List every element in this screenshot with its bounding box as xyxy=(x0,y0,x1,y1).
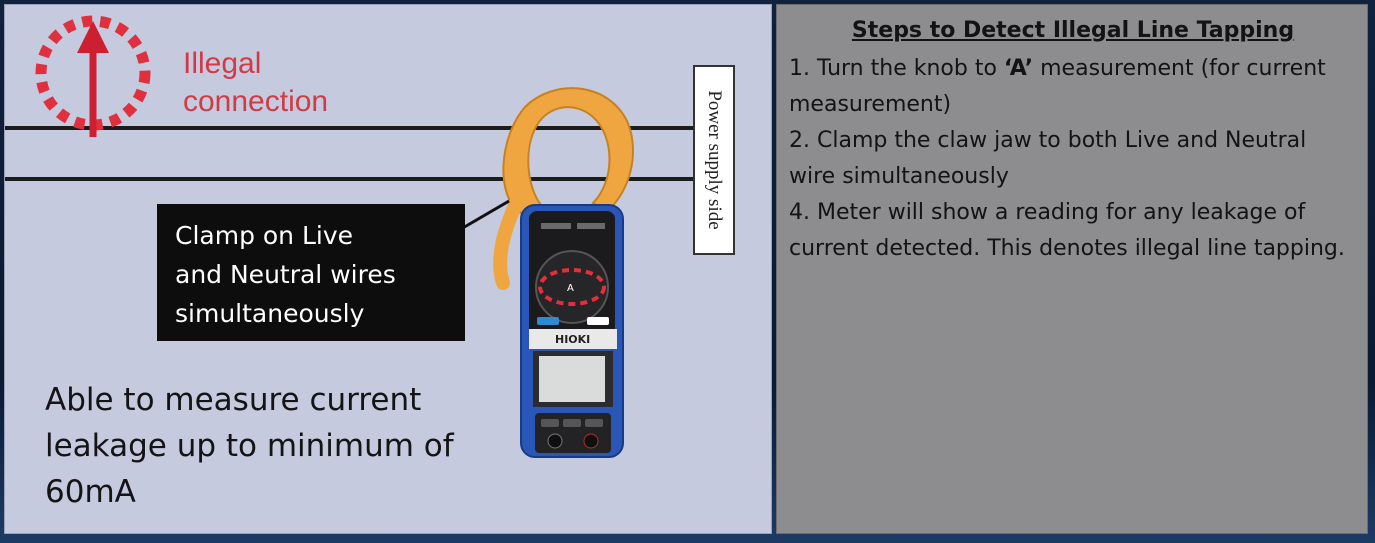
callout-pointer xyxy=(460,199,510,231)
step-1-bold: A xyxy=(1009,56,1025,81)
dial-marking: A xyxy=(567,283,574,294)
illegal-connection-line1: Illegal xyxy=(183,47,262,80)
step-2: 2. Clamp the claw jaw to both Live and N… xyxy=(789,128,1307,189)
diagram-panel: Illegal connection A HIOKI xyxy=(4,4,772,534)
measure-line2: leakage up to minimum of xyxy=(45,428,454,464)
step-1-prefix: 1. Turn the knob to xyxy=(789,56,1004,81)
clamp-instruction-callout: Clamp on Live and Neutral wires simultan… xyxy=(157,204,465,341)
meter-display xyxy=(539,356,605,402)
measure-line3: 60mA xyxy=(45,474,136,510)
callout-line2: and Neutral wires xyxy=(175,260,396,289)
live-wire xyxy=(5,126,695,130)
step-1-quote-close: ’ xyxy=(1024,56,1034,81)
power-supply-box: Power supply side xyxy=(693,65,735,255)
power-supply-label: Power supply side xyxy=(704,90,725,230)
step-1: 1. Turn the knob to ‘A’ measurement (for… xyxy=(789,51,1357,123)
dial-highlight-ring xyxy=(538,268,606,306)
illegal-connection-label: Illegal connection xyxy=(183,45,328,121)
step-4: 4. Meter will show a reading for any lea… xyxy=(789,200,1345,261)
callout-line1: Clamp on Live xyxy=(175,221,354,250)
meter-dial xyxy=(535,250,609,324)
brand-strip xyxy=(529,329,617,349)
steps-title: Steps to Detect Illegal Line Tapping xyxy=(851,18,1295,43)
illegal-connection-icon xyxy=(35,15,151,137)
step-1-suffix: measurement (for current measurement) xyxy=(789,56,1326,117)
callout-line3: simultaneously xyxy=(175,299,365,328)
illegal-connection-line2: connection xyxy=(183,85,329,118)
clamp-meter-illustration: A HIOKI xyxy=(493,87,634,458)
brand-logo: HIOKI xyxy=(555,333,590,346)
step-1-quote-open: ‘ xyxy=(1003,56,1010,81)
measurement-capability-text: Able to measure current leakage up to mi… xyxy=(45,377,454,515)
steps-list: Steps to Detect Illegal Line Tapping 1. … xyxy=(789,13,1357,267)
measure-line1: Able to measure current xyxy=(45,382,422,418)
neutral-wire xyxy=(5,177,695,181)
steps-panel: Steps to Detect Illegal Line Tapping 1. … xyxy=(776,4,1368,534)
